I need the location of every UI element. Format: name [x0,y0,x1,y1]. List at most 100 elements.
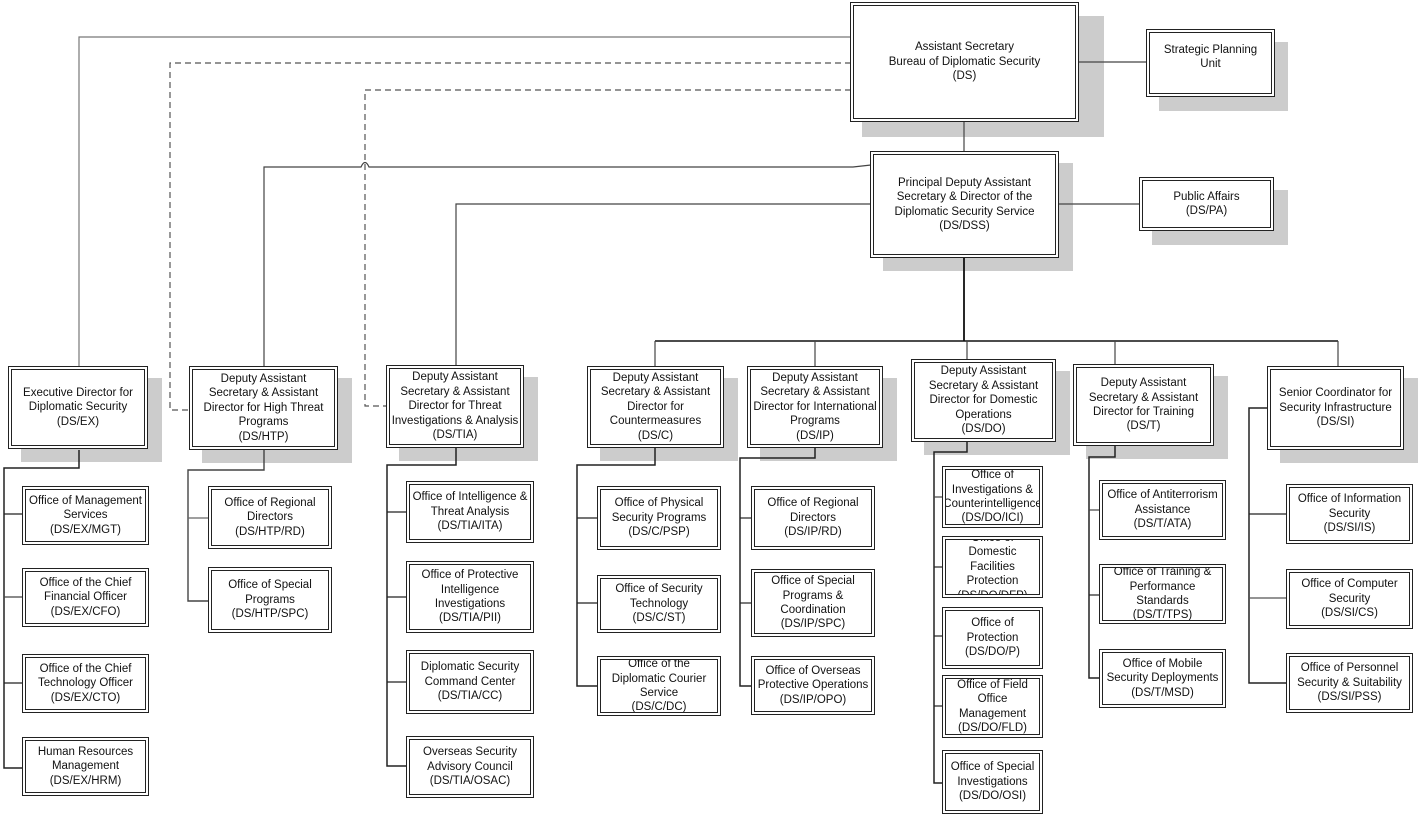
node-line: Director for Training [1093,406,1194,418]
node-line: Office of Intelligence & [412,491,528,504]
node-line: (DS/SI) [1316,416,1355,429]
node-line: Unit [1200,58,1221,71]
node-line: (DS/TIA) [432,429,478,442]
node-line: Advisory Council [427,760,513,773]
node-line: Deputy Assistant [220,372,307,385]
node-line: Countermeasures [609,415,702,428]
node-line: Performance [1129,580,1196,593]
node-line: Security [1328,507,1371,520]
node-line: Intelligence [440,583,500,596]
node-line: Service [639,687,679,699]
node-line: (DS/T/MSD) [1131,686,1194,699]
node-line: Diplomatic Security Service [894,205,1035,218]
node-line: Principal Deputy Assistant [898,176,1031,189]
node-line: Services [63,509,108,522]
node-line: (DS/DO/ICI) [961,512,1024,525]
node-line: (DS/SI/CS) [1321,607,1378,620]
node-line: Investigations & Analysis [391,414,519,427]
node-line: Executive Director for [23,386,133,399]
node-line: Public Affairs [1173,190,1240,203]
node-line: Director for [627,400,684,413]
node-line: Threat Analysis [430,505,510,518]
node-line: Diplomatic Security [420,661,520,674]
line-pdas-to-tia [455,203,871,365]
node-line: Office of Management [29,494,142,507]
node-line: Office of Overseas [765,664,861,677]
node-line: (DS/IP/SPC) [780,618,846,631]
node-line: Investigations & [951,483,1034,496]
node-line: Deputy Assistant [412,371,498,384]
node-line: Facilities Protection [966,560,1019,588]
node-line: (DS/TIA/CC) [437,690,503,703]
node-line: Programs [238,416,289,429]
node-line: (DS/DO/FLD) [958,721,1027,734]
node-line: Programs & [782,589,844,602]
node-line: (DS/SI/PSS) [1317,691,1382,704]
node-line: Bureau of Diplomatic Security [888,55,1041,68]
node-line: Directors [789,511,836,524]
node-line: Deputy Assistant [940,365,1027,378]
node-line: (DS/TIA/ITA) [437,520,503,533]
node-line: Director for Threat [408,400,502,413]
node-line: (DS/C/DC) [631,701,687,713]
node-line: Technology Officer [37,677,134,690]
node-line: (DS/IP/RD) [784,526,842,539]
node-line: Investigations [434,598,506,610]
node-line: Office of Mobile [1122,657,1203,670]
node-line: Assistant Secretary [914,41,1015,54]
node-line: Office of Training & [1113,567,1212,579]
office-box-do-3: Office of Protection(DS/DO/P) [942,607,1043,669]
node-line: Office of [971,469,1014,482]
public-affairs-box: Public Affairs (DS/PA) [1139,177,1274,231]
node-line: Diplomatic Security [28,401,128,414]
node-line: Counterintelligence [945,498,1040,510]
node-line: Office of the Chief [39,662,132,675]
node-line: Deputy Assistant [1100,377,1187,390]
node-line: (DS/PA) [1185,205,1228,217]
node-line: Office of Antiterrorism [1107,489,1218,502]
node-line: Office of the [628,659,690,671]
node-line: Office of Regional [224,496,316,509]
node-line: Office of Domestic [968,540,1017,559]
node-line: (DS/C) [637,429,674,442]
node-line: (DS/EX/MGT) [50,523,121,536]
node-line: (DS/HTP/SPC) [231,608,309,621]
node-line: (DS/EX/CFO) [50,605,121,618]
node-line: (DS/EX) [56,415,100,428]
node-line: Security Programs [611,511,707,524]
node-line: (DS/SI/IS) [1323,522,1376,535]
node-line: (DS/T) [1126,420,1161,433]
node-line: Secretary & Assistant [600,386,711,399]
node-line: (DS/HTP) [238,430,289,443]
node-line: (DS/DO/P) [965,646,1020,659]
node-line: Secretary & Assistant [400,385,510,398]
node-line: Senior Coordinator for [1278,387,1393,400]
node-line: Management [51,760,120,773]
node-line: (DS/DO) [961,423,1006,436]
node-line: Financial Officer [44,591,127,604]
line-pdas-to-htp [263,161,872,368]
node-line: Office of Field Office [957,678,1028,706]
node-line: Management [958,707,1027,720]
node-line: Office of Physical [614,497,704,510]
